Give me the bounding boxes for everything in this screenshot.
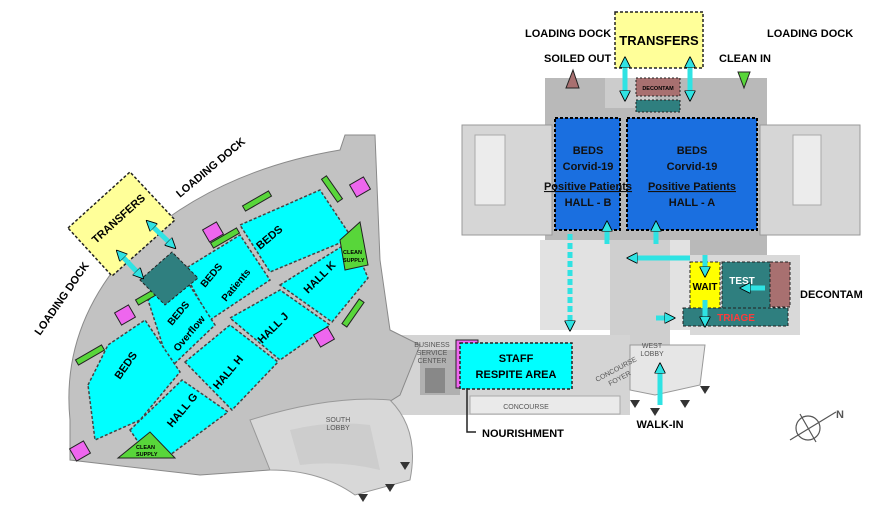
label-wait: WAIT [693,282,718,293]
nourishment-pointer [466,388,476,433]
label-staff: STAFF [499,353,534,365]
compass-letter-n: N [836,409,844,421]
label-clean-in: CLEAN IN [719,53,771,65]
label-lobby: LOBBY [640,351,664,358]
compass-icon [789,411,837,443]
clean-supply-lower [116,431,177,459]
label-beds-b-line1: BEDS [573,145,604,157]
hall-h [183,324,280,412]
label-beds-b-line3: Positive Patients [544,181,632,193]
right-units [459,11,791,390]
label-clean-supply-upper-2: SUPPLY [343,258,365,264]
label-beds-b-line4: HALL - B [565,197,612,209]
label-clean-supply-lower-1: CLEAN [136,445,155,451]
label-service: SERVICE [417,350,448,357]
label-walk-in: WALK-IN [636,419,683,431]
green-supply-bars [74,175,369,459]
left-transfers [66,170,199,306]
label-business: BUSINESS [414,342,450,349]
label-clean-supply-upper-1: CLEAN [343,250,362,256]
label-respite-area: RESPITE AREA [476,369,557,381]
label-loading-dock-top-left: LOADING DOCK [525,28,611,40]
label-soiled-out: SOILED OUT [544,53,612,65]
clean-supply-upper [339,221,369,271]
hall-beds-lower [87,318,181,442]
label-beds-a-line3: Positive Patients [648,181,736,193]
label-test: TEST [729,276,755,287]
label-triage: TRIAGE [717,313,755,324]
label-concourse: CONCOURSE [503,404,549,411]
label-west: WEST [642,343,663,350]
label-transfers-top: TRANSFERS [619,33,699,48]
label-beds-a-line4: HALL - A [669,197,715,209]
label-clean-supply-lower-2: SUPPLY [136,452,158,458]
label-decontam-right: DECONTAM [800,289,863,301]
label-beds-a-line1: BEDS [677,145,708,157]
label-decontam-small: DECONTAM [642,86,674,92]
label-beds-a-line2: Corvid-19 [667,161,718,173]
label-south-lobby: LOBBY [326,425,350,432]
entrance-triangles [358,386,710,502]
label-loading-dock-top-right: LOADING DOCK [767,28,853,40]
label-nourishment: NOURISHMENT [482,428,564,440]
flow-arrows [566,62,765,405]
label-south: SOUTH [326,417,351,424]
label-beds-b-line2: Corvid-19 [563,161,614,173]
hall-j [228,289,332,361]
label-center: CENTER [418,358,447,365]
